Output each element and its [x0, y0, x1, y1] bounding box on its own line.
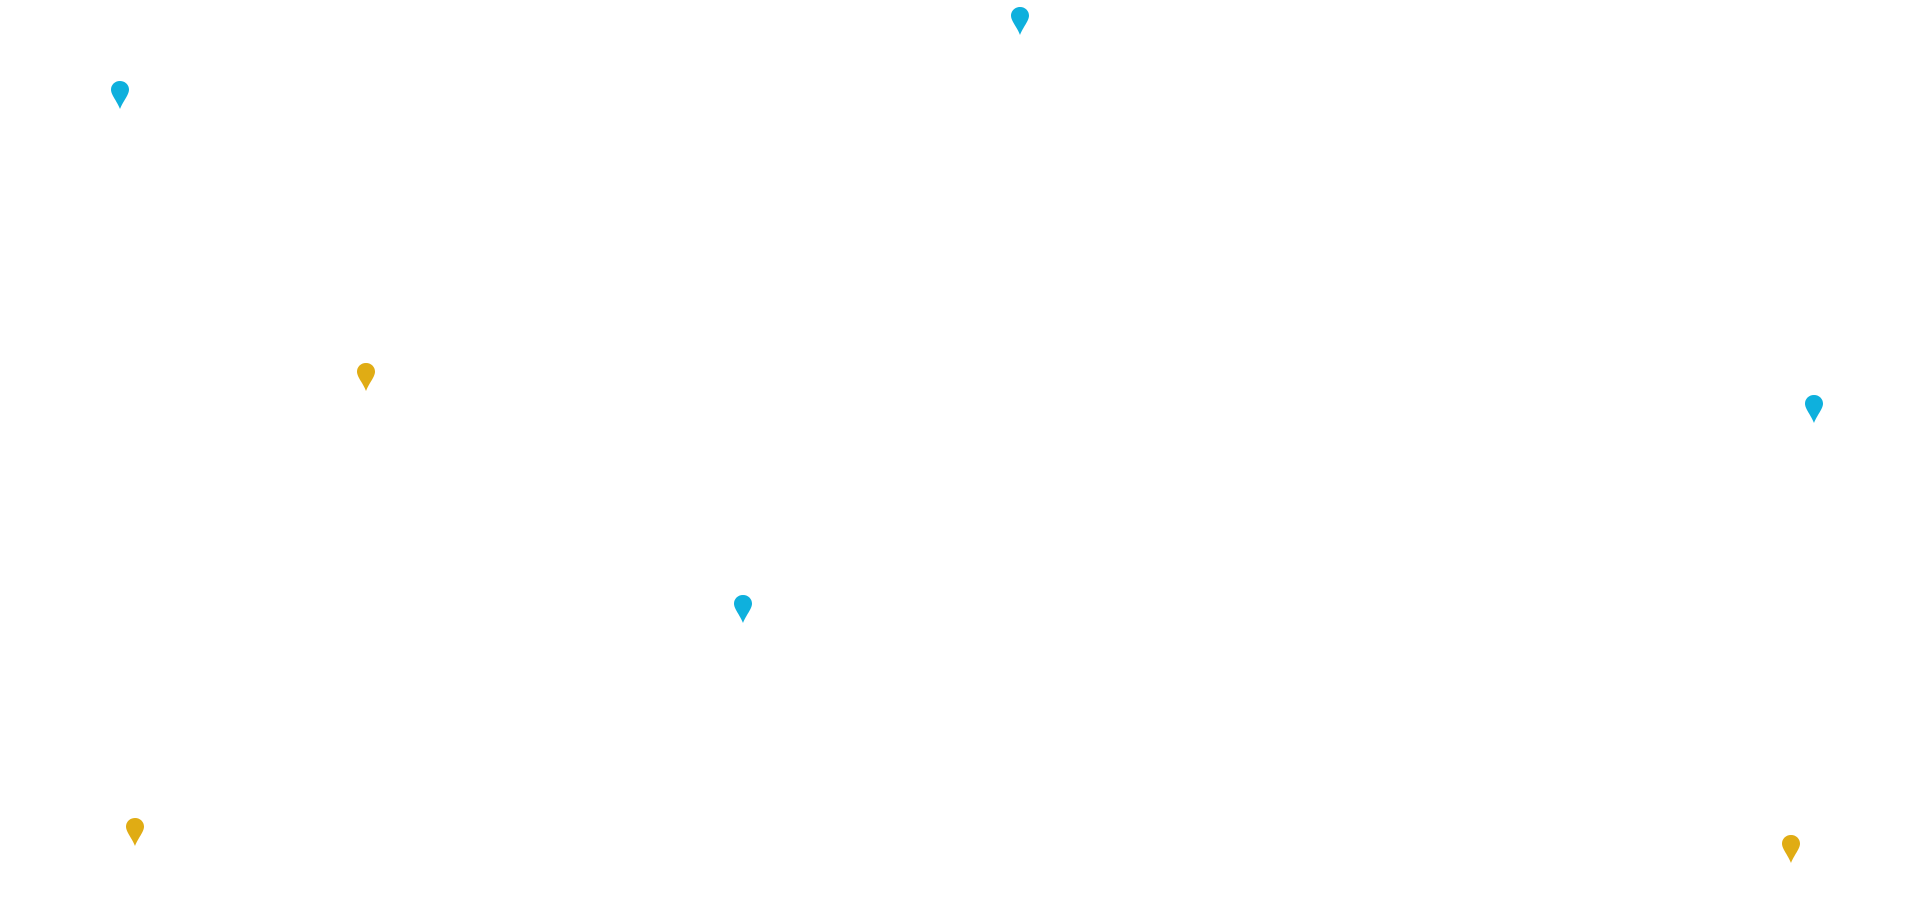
map-marker[interactable]: [125, 817, 145, 847]
map-marker[interactable]: [356, 362, 376, 392]
map-pin-icon: [357, 363, 375, 391]
map-marker[interactable]: [1804, 394, 1824, 424]
map-marker[interactable]: [110, 80, 130, 110]
map-marker[interactable]: [1010, 6, 1030, 36]
map-marker[interactable]: [1781, 834, 1801, 864]
map-marker[interactable]: [733, 594, 753, 624]
map-pin-icon: [1805, 395, 1823, 423]
map-pin-icon: [111, 81, 129, 109]
map-pin-icon: [1782, 835, 1800, 863]
map-pin-icon: [1011, 7, 1029, 35]
map-pin-icon: [734, 595, 752, 623]
map-pin-icon: [126, 818, 144, 846]
